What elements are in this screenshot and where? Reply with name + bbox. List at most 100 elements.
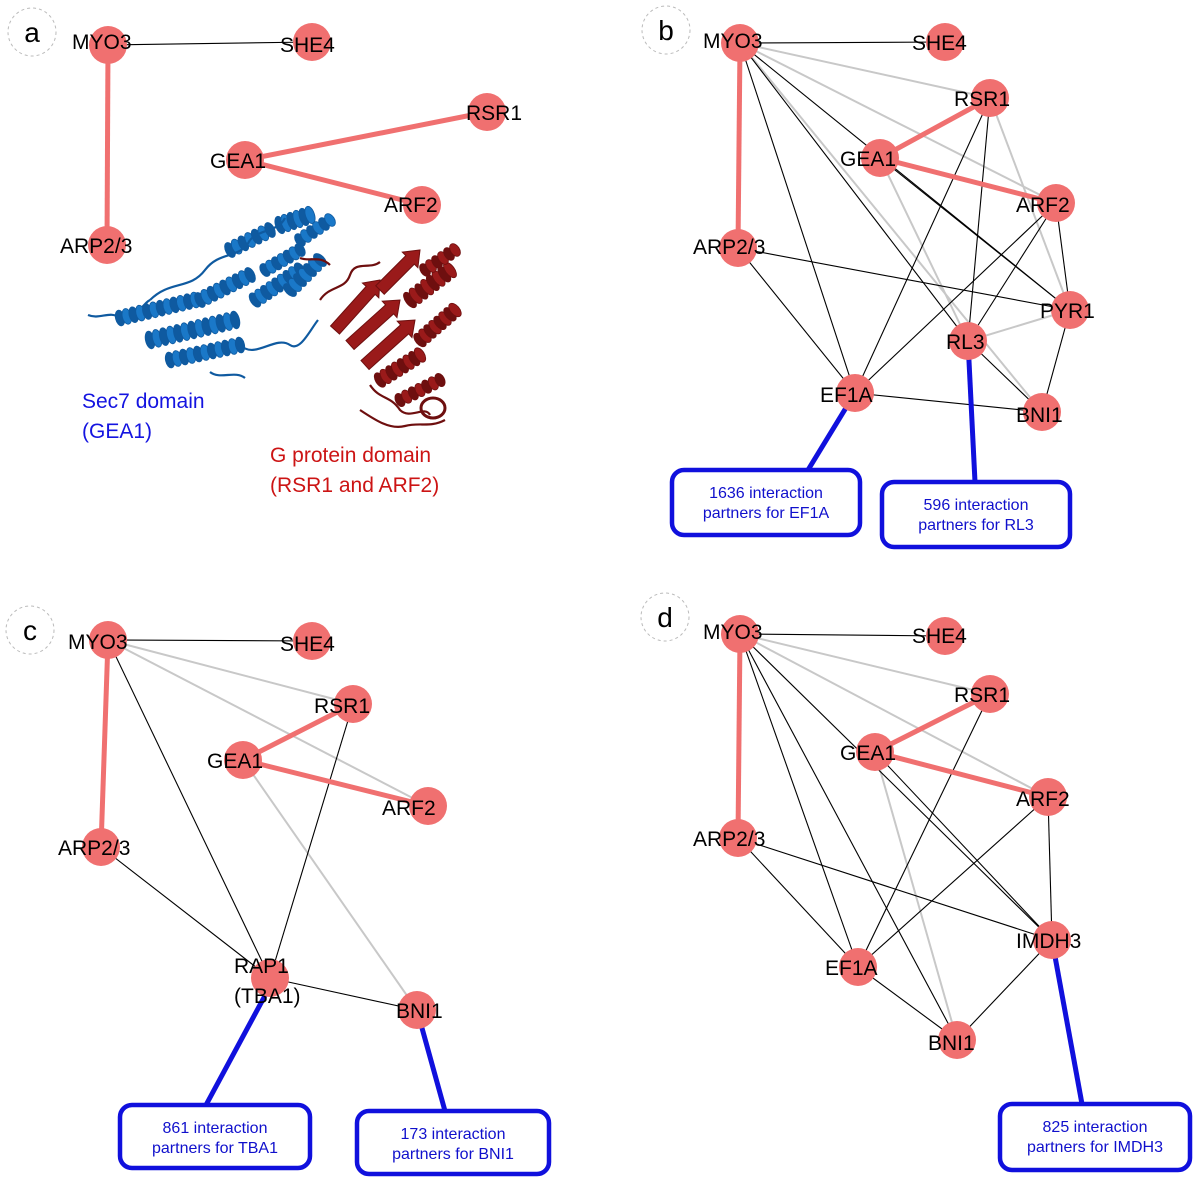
node-rap1[interactable] <box>251 959 289 997</box>
helix-turn <box>449 243 461 257</box>
node-label-arp23: ARP2/3 <box>693 236 765 259</box>
node-arp23[interactable] <box>719 229 757 267</box>
node-label-she4: SHE4 <box>912 32 967 55</box>
edge-myo3-arp23 <box>104 44 111 246</box>
node-label-rsr1: RSR1 <box>466 102 522 125</box>
edge-arf2-ef1a <box>857 796 1049 968</box>
callout-box-bni1 <box>354 1108 552 1177</box>
node-label-myo3: MYO3 <box>72 31 132 54</box>
edge-myo3-bni1 <box>739 633 958 1041</box>
callout-box-ef1a <box>669 467 863 538</box>
edge-gea1-rsr1 <box>244 109 488 163</box>
callout-connector <box>203 988 271 1107</box>
callout-text: partners for BNI1 <box>392 1146 514 1163</box>
helix-turn <box>448 302 462 318</box>
callout-text: 825 interaction <box>1043 1119 1148 1136</box>
callout-text: 861 interaction <box>163 1120 268 1137</box>
node-label-rsr1: RSR1 <box>954 88 1010 111</box>
edge-gea1-rsr1 <box>241 701 355 763</box>
beta-strand <box>375 249 421 295</box>
node-label-rsr1: RSR1 <box>954 684 1010 707</box>
panel-letter: c <box>23 615 37 646</box>
panel-letter: a <box>24 17 40 48</box>
edge-gea1-arf2 <box>244 157 423 208</box>
panel-letter: b <box>658 15 674 46</box>
node-arp23[interactable] <box>88 226 126 264</box>
edge-arp23-ef1a <box>737 247 856 394</box>
edge-arf2-ef1a <box>854 202 1057 394</box>
edge-myo3-imdh3 <box>739 633 1053 941</box>
node-rl3[interactable] <box>949 322 987 360</box>
node-myo3[interactable] <box>721 24 759 62</box>
node-she4[interactable] <box>926 617 964 655</box>
node-label-she4: SHE4 <box>280 34 335 57</box>
helix-turn <box>324 213 336 227</box>
node-she4[interactable] <box>293 23 331 61</box>
node-gea1[interactable] <box>856 733 894 771</box>
node-rsr1[interactable] <box>971 675 1009 713</box>
edge-myo3-rsr1 <box>739 633 991 695</box>
edge-arp23-rap1 <box>100 846 271 979</box>
edge-arp23-ef1a <box>737 837 859 968</box>
edge-gea1-imdh3 <box>874 751 1053 941</box>
node-bni1[interactable] <box>398 991 436 1029</box>
node-bni1[interactable] <box>938 1021 976 1059</box>
node-label-ef1a: EF1A <box>820 384 873 407</box>
edge-ef1a-bni1 <box>854 392 1043 413</box>
edge-imdh3-bni1 <box>956 939 1053 1041</box>
edge-myo3-rl3 <box>739 42 969 342</box>
node-label-arf2: ARF2 <box>1016 788 1070 811</box>
node-arf2[interactable] <box>409 787 447 825</box>
node-gea1[interactable] <box>224 741 262 779</box>
node-myo3[interactable] <box>89 621 127 659</box>
node-label-arp23: ARP2/3 <box>60 235 132 258</box>
node-myo3[interactable] <box>721 615 759 653</box>
domain-label-gprotein: (RSR1 and ARF2) <box>270 474 439 497</box>
node-gea1[interactable] <box>226 141 264 179</box>
node-label-she4: SHE4 <box>280 633 335 656</box>
node-arf2[interactable] <box>1029 778 1067 816</box>
node-arp23[interactable] <box>82 828 120 866</box>
callout-text: partners for EF1A <box>703 505 830 522</box>
node-ef1a[interactable] <box>836 374 874 412</box>
node-arp23[interactable] <box>719 819 757 857</box>
node-rsr1[interactable] <box>468 93 506 131</box>
node-myo3[interactable] <box>89 26 127 64</box>
node-rsr1[interactable] <box>334 685 372 723</box>
node-pyr1[interactable] <box>1051 291 1089 329</box>
node-arf2[interactable] <box>1037 184 1075 222</box>
coil <box>149 239 251 301</box>
edge-myo3-she4 <box>739 41 946 44</box>
node-gea1[interactable] <box>861 139 899 177</box>
node-she4[interactable] <box>926 23 964 61</box>
node-arf2[interactable] <box>403 186 441 224</box>
edge-rsr1-pyr1 <box>989 97 1071 311</box>
edge-arp23-imdh3 <box>737 837 1053 941</box>
edge-gea1-rl3 <box>879 157 969 342</box>
callout-box-imdh3 <box>997 1101 1193 1173</box>
node-label-myo3: MYO3 <box>703 30 763 53</box>
node-ef1a[interactable] <box>839 948 877 986</box>
edge-myo3-rap1 <box>107 639 271 979</box>
callout-text: 596 interaction <box>924 497 1029 514</box>
node-she4[interactable] <box>293 622 331 660</box>
node-imdh3[interactable] <box>1033 921 1071 959</box>
node-label-bni1: BNI1 <box>928 1032 975 1055</box>
helix-turn <box>294 243 306 257</box>
callout-box-rl3 <box>879 479 1073 550</box>
panel-letter-circle <box>5 605 55 655</box>
edge-myo3-she4 <box>107 639 313 642</box>
beta-strand <box>345 299 401 351</box>
node-label-ef1a: EF1A <box>825 957 878 980</box>
edge-gea1-arf2 <box>879 155 1057 206</box>
node-label-gea1: GEA1 <box>210 150 266 173</box>
node-bni1[interactable] <box>1023 393 1061 431</box>
panel-letter-circle <box>640 592 690 642</box>
callout-box-rap1 <box>117 1102 313 1171</box>
node-label-rap1b: (TBA1) <box>234 985 301 1008</box>
node-rsr1[interactable] <box>971 79 1009 117</box>
callout-text: partners for IMDH3 <box>1027 1139 1163 1156</box>
callout-text: 1636 interaction <box>709 485 823 502</box>
node-label-imdh3: IMDH3 <box>1016 930 1081 953</box>
protein-structure <box>87 205 462 428</box>
